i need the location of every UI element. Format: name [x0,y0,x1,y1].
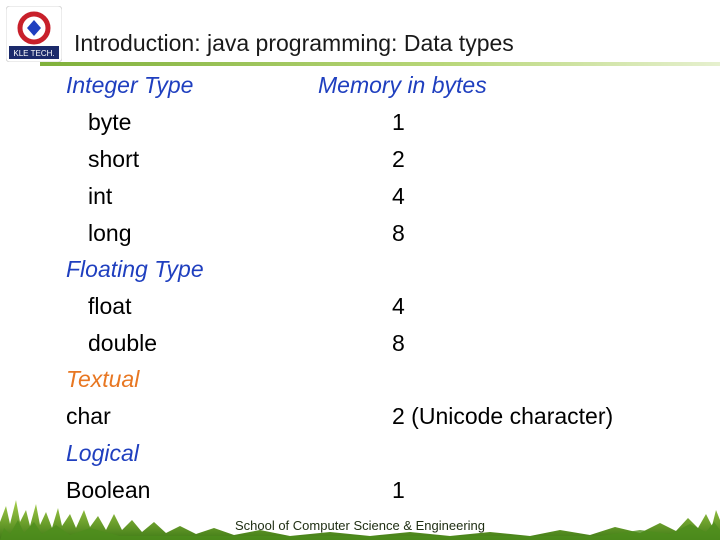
table-row: long 8 [66,220,706,250]
table-row: double 8 [66,330,706,360]
grass-decoration [0,500,720,540]
memory-header: Memory in bytes [318,72,487,98]
type-label: long [88,220,132,246]
kle-tech-logo: KLE TECH. [5,5,63,63]
type-label: int [88,183,113,209]
type-label: double [88,330,158,356]
type-size: 1 [392,477,405,503]
table-row: char 2 (Unicode character) [66,403,706,433]
integer-header-row: Integer Type Memory in bytes [66,72,706,102]
table-row: int 4 [66,183,706,213]
type-size: 2 [392,146,405,172]
table-row: Boolean 1 [66,477,706,507]
textual-header: Textual [66,366,140,392]
table-row: byte 1 [66,109,706,139]
type-size: 2 (Unicode character) [392,403,614,429]
table-row: float 4 [66,293,706,323]
title-underline [40,62,720,66]
type-size: 1 [392,109,405,135]
table-row: short 2 [66,146,706,176]
type-label: char [66,403,111,429]
type-size: 8 [392,220,405,246]
floating-header-row: Floating Type [66,256,706,286]
type-size: 8 [392,330,405,356]
logical-header: Logical [66,440,139,466]
type-label: float [88,293,132,319]
type-size: 4 [392,183,405,209]
logical-header-row: Logical [66,440,706,470]
logo-text: KLE TECH. [13,49,54,58]
type-label: Boolean [66,477,151,503]
type-label: byte [88,109,132,135]
type-size: 4 [392,293,405,319]
integer-type-header: Integer Type [66,72,194,98]
floating-type-header: Floating Type [66,256,204,282]
textual-header-row: Textual [66,366,706,396]
slide-title: Introduction: java programming: Data typ… [74,30,514,56]
type-label: short [88,146,140,172]
footer-text: School of Computer Science & Engineering [234,518,486,533]
